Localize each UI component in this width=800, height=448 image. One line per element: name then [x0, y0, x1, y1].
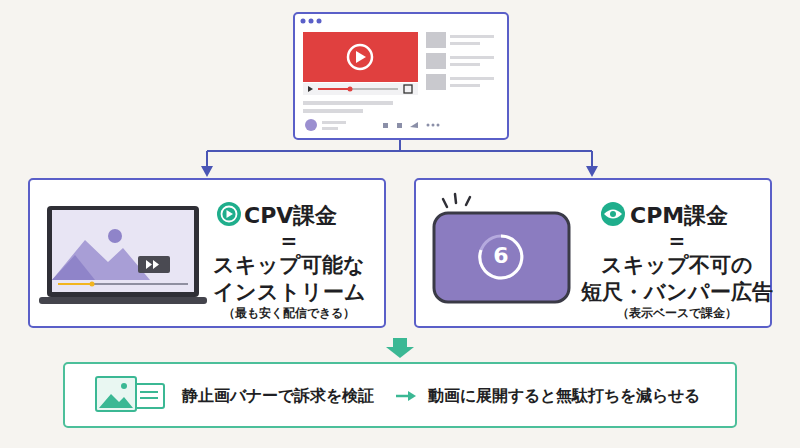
browser-window-part	[450, 63, 480, 66]
browser-window-part	[410, 122, 418, 128]
ad-format: スキップ不可の 短尺・バンパー広告	[577, 252, 777, 306]
browser-window-part	[426, 32, 446, 48]
split-arrow-part	[201, 166, 213, 177]
note-text: （表示ベースで課金）	[577, 306, 777, 321]
billing-box: CPV課金=スキップ可能な インストリーム（最も安く配信できる）	[28, 178, 386, 328]
browser-window-part	[437, 124, 440, 127]
countdown-number: 6	[481, 243, 521, 268]
browser-window-part	[426, 53, 446, 69]
browser-window-part	[322, 121, 346, 124]
equals-sign: =	[577, 229, 777, 254]
split-arrow-part	[207, 140, 592, 168]
down-arrow	[386, 338, 414, 358]
browser-window-part	[450, 77, 494, 80]
down-arrow-part	[386, 347, 414, 358]
browser-window-part	[309, 19, 314, 24]
down-arrow-part	[393, 338, 407, 348]
browser-window	[294, 13, 508, 139]
browser-window-part	[303, 32, 418, 82]
browser-window-part	[305, 119, 317, 131]
browser-window-part	[294, 13, 508, 139]
browser-window-part	[397, 123, 402, 128]
split-arrow-part	[586, 166, 598, 177]
browser-window-part	[322, 127, 338, 130]
browser-window-part	[348, 45, 372, 69]
browser-window-part	[426, 74, 446, 90]
browser-window-part	[404, 85, 412, 93]
browser-window-part	[350, 88, 398, 90]
browser-window-part	[348, 87, 353, 92]
tip-text: 静止画バナーで訴求を検証	[182, 386, 402, 406]
browser-window-part	[301, 19, 306, 24]
billing-heading: CPM課金	[630, 202, 760, 230]
billing-heading: CPV課金	[244, 202, 374, 230]
split-arrow	[201, 140, 598, 177]
browser-window-part	[450, 35, 494, 38]
browser-window-part	[303, 83, 418, 95]
equals-sign: =	[189, 229, 389, 254]
tip-text: 動画に展開すると無駄打ちを減らせる	[428, 386, 728, 406]
browser-window-part	[432, 124, 435, 127]
browser-window-part	[450, 84, 480, 87]
browser-window-part	[318, 88, 350, 90]
browser-window-part	[303, 101, 393, 105]
browser-window-part	[356, 51, 366, 63]
browser-window-part	[427, 124, 430, 127]
browser-window-part	[308, 86, 313, 92]
browser-window-part	[303, 109, 363, 113]
tip-box: 静止画バナーで訴求を検証 動画に展開すると無駄打ちを減らせる	[63, 362, 737, 428]
ad-format: スキップ可能な インストリーム	[189, 252, 389, 306]
browser-window-part	[450, 56, 494, 59]
browser-window-part	[383, 123, 388, 128]
browser-window-part	[317, 19, 322, 24]
note-text: （最も安く配信できる）	[189, 306, 389, 321]
browser-window-part	[450, 42, 480, 45]
billing-box: CPM課金=スキップ不可の 短尺・バンパー広告（表示ベースで課金）	[414, 178, 772, 328]
